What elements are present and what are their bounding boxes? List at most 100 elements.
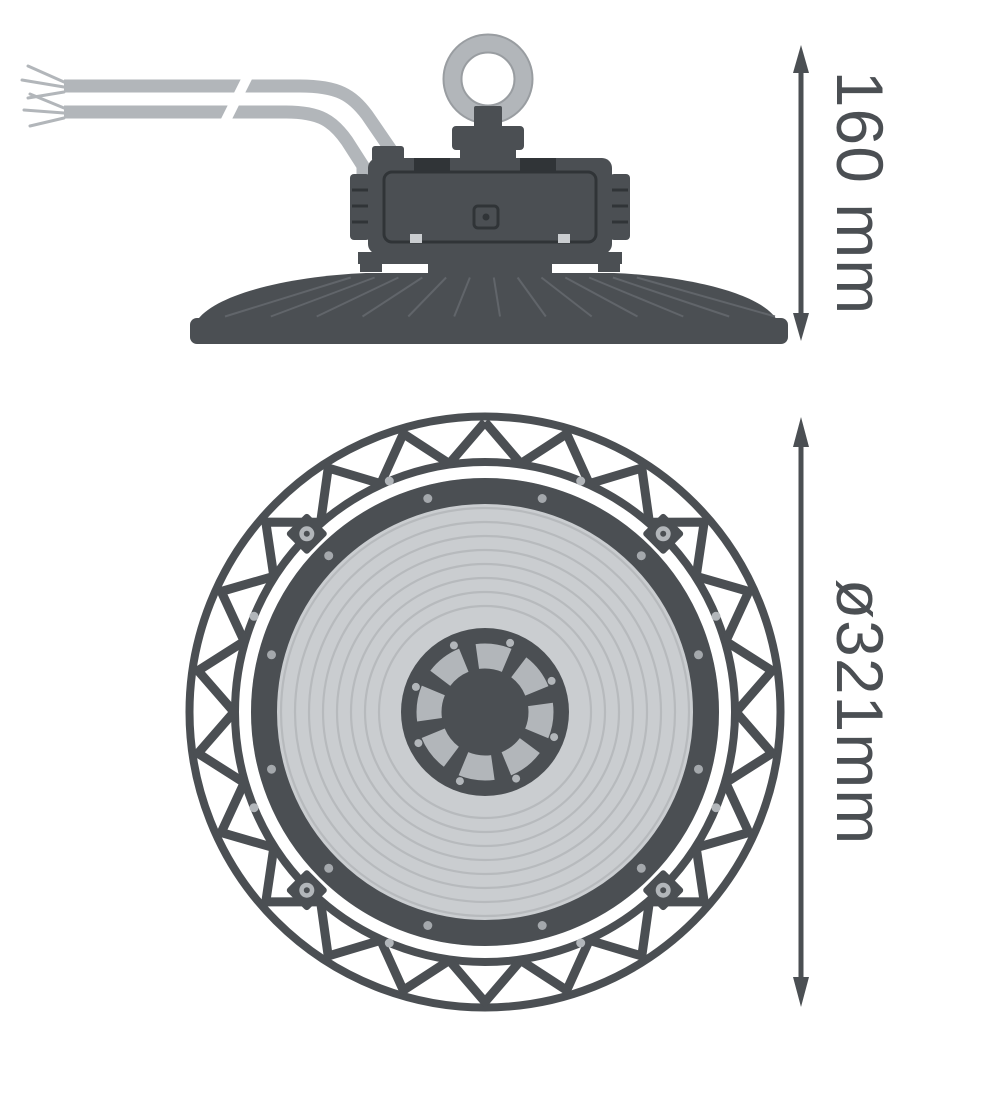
- cable-strand: [28, 92, 66, 110]
- hub-vent-slots: [416, 643, 554, 781]
- dome-fin-line: [316, 276, 399, 318]
- hub-screw: [512, 774, 521, 783]
- lens-ring: [321, 548, 649, 876]
- hub-screw: [455, 777, 464, 786]
- eye-bolt-shank: [474, 106, 502, 132]
- hub-screw: [506, 638, 515, 647]
- rim-bolt: [711, 803, 721, 813]
- hub-screw: [550, 733, 559, 742]
- bezel-screw: [423, 921, 433, 930]
- height-dimension-label: 160 mm: [823, 71, 897, 315]
- bezel-screw: [537, 921, 547, 930]
- bezel-screw: [537, 494, 547, 503]
- diameter-arrowhead-top: [793, 417, 809, 447]
- hub-screw: [411, 682, 420, 691]
- dome-fin-line: [588, 276, 684, 318]
- driver-box-panel-outline: [382, 170, 598, 244]
- eye-ring-outline-inner: [460, 51, 516, 107]
- collar-foot-right: [598, 262, 620, 272]
- truss-zigzag: [193, 419, 777, 1007]
- rim-bolt: [249, 803, 259, 813]
- side-view: [20, 33, 788, 344]
- bezel-screw: [694, 650, 703, 660]
- mounting-collar: [358, 252, 622, 276]
- connection-cables: [20, 53, 398, 178]
- lens-ring: [377, 604, 593, 820]
- bezel-screw: [267, 650, 276, 660]
- dome-fins: [224, 276, 776, 318]
- lens-ring: [363, 590, 607, 834]
- cable-strand: [26, 64, 66, 84]
- cable-strand: [28, 116, 66, 128]
- dome-rim: [190, 318, 788, 344]
- height-arrowhead-top: [793, 45, 809, 73]
- collar-foot-left: [360, 262, 382, 272]
- screw-window-right: [558, 234, 570, 243]
- cable-strand: [22, 108, 66, 115]
- outer-heatsink-circle: [185, 412, 785, 1012]
- dome-fin-line: [636, 276, 776, 318]
- front-view-generated: [193, 419, 777, 1007]
- rim-bolt: [711, 611, 721, 621]
- cable-strand: [20, 78, 66, 89]
- lug-pin: [303, 530, 310, 537]
- eye-ring: [444, 35, 532, 123]
- height-arrowhead-bottom: [793, 313, 809, 341]
- heat-sink-dome: [190, 273, 788, 344]
- bezel-screw: [324, 551, 334, 561]
- dome-fin-line: [224, 276, 352, 318]
- height-dimension: 160 mm: [793, 45, 897, 341]
- lens-ring: [349, 576, 621, 848]
- bezel-ring: [251, 478, 719, 946]
- bezel-screw: [423, 494, 433, 503]
- screw-window-left: [410, 234, 422, 243]
- dome-fin-line: [516, 276, 547, 318]
- eye-bolt-plate: [460, 148, 516, 160]
- dome-fin-line: [361, 276, 423, 318]
- diameter-dimension: ø321mm: [793, 417, 897, 1007]
- lens-ring: [293, 520, 677, 904]
- dome-fin-line: [564, 276, 638, 318]
- eye-bolt-nut: [452, 126, 524, 150]
- rim-bolt: [384, 938, 394, 948]
- dome-fin-line: [270, 276, 375, 318]
- center-port-hole: [482, 213, 490, 221]
- cable-break-mark: [217, 53, 263, 131]
- cable-lower: [64, 105, 370, 178]
- rim-bolt: [249, 611, 259, 621]
- top-clamp-left: [414, 158, 450, 172]
- hub-screw: [547, 676, 556, 685]
- bezel-screw: [636, 551, 646, 561]
- dome-fin-line: [540, 276, 593, 318]
- bezel-screw: [636, 863, 646, 873]
- cable-upper: [64, 79, 398, 170]
- lug-pin: [660, 887, 667, 894]
- dome-fin-line: [407, 276, 447, 318]
- center-port: [472, 204, 500, 230]
- bezel-screw: [324, 863, 334, 873]
- dome-fin-line: [612, 276, 730, 318]
- bezel-screw: [267, 764, 276, 774]
- bezel-screw: [694, 764, 703, 774]
- front-view: [185, 412, 785, 1012]
- diameter-arrowhead-bottom: [793, 977, 809, 1007]
- dome-fin-line: [492, 277, 501, 317]
- lens-ring: [335, 562, 635, 862]
- dome-fin-line: [453, 277, 471, 317]
- diameter-dimension-label: ø321mm: [823, 579, 897, 845]
- lens-ring: [307, 534, 663, 890]
- dome-body: [196, 273, 778, 322]
- top-clamp-right: [520, 158, 556, 172]
- lug-pin: [660, 530, 667, 537]
- rim-bolt: [576, 938, 586, 948]
- lug-pin: [303, 887, 310, 894]
- rim-bolt: [384, 476, 394, 486]
- rim-bolt: [576, 476, 586, 486]
- hub-screw: [414, 739, 423, 748]
- driver-box: [350, 146, 630, 254]
- lens-ring: [279, 506, 691, 918]
- suspension-eye-bolt: [442, 33, 534, 160]
- collar-cylinder: [428, 254, 552, 276]
